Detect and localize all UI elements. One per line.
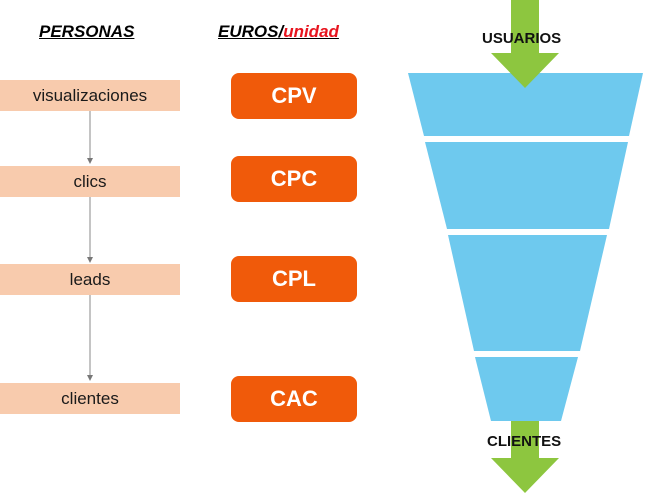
clientes-funnel-label: CLIENTES: [487, 433, 562, 450]
stage-leads: leads: [0, 264, 180, 295]
bottom-green-arrow: [491, 421, 559, 493]
usuarios-label: USUARIOS: [482, 30, 562, 47]
stage-visualizaciones: visualizaciones: [0, 80, 180, 111]
personas-header: PERSONAS: [39, 22, 135, 41]
top-green-arrow: [491, 0, 559, 88]
funnel-section-3: [448, 235, 607, 351]
funnel-section-4: [475, 357, 578, 421]
euros-unidad-header: EUROS/unidad: [218, 22, 339, 42]
euros-label: EUROS/: [218, 22, 284, 41]
stage-clientes: clientes: [0, 383, 180, 414]
funnel-section-2: [425, 142, 628, 229]
metric-cpv: CPV: [231, 73, 357, 119]
metric-cpl: CPL: [231, 256, 357, 302]
unidad-label: unidad: [283, 22, 339, 41]
metric-cac: CAC: [231, 376, 357, 422]
metric-cpc: CPC: [231, 156, 357, 202]
stage-clics: clics: [0, 166, 180, 197]
funnel-section-1: [408, 73, 643, 136]
